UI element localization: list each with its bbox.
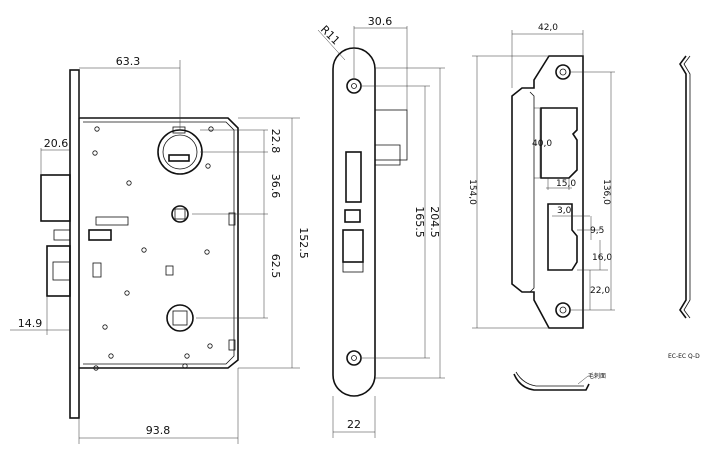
thumbturn-spindle <box>166 304 194 332</box>
lower-latch <box>46 245 71 297</box>
dim-22-0: 22,0 <box>590 286 610 296</box>
dim-16-0: 16,0 <box>592 253 612 263</box>
faceplate-body-block <box>374 109 408 161</box>
corner-code: EC-EC Q-D <box>668 353 700 360</box>
lock-body-view <box>40 69 239 419</box>
rivet <box>208 126 214 132</box>
lower-latch-inner <box>52 261 71 281</box>
cylinder-clip <box>172 126 186 134</box>
bend-detail: 毛刺面 <box>513 371 606 391</box>
rivet <box>108 353 114 359</box>
rivet <box>93 365 99 371</box>
dim-154-0: 154,0 <box>467 179 477 205</box>
strike-side-profile: EC-EC Q-D <box>668 55 700 360</box>
dim-42-0: 42,0 <box>538 23 558 33</box>
strike-plate-view <box>511 55 584 329</box>
rivet <box>94 126 100 132</box>
lock-body-dimensions: 63.3 20.6 22.8 36.6 62.5 152.5 14.9 93.8 <box>10 55 310 444</box>
dim-22-8: 22.8 <box>269 129 282 154</box>
lock-faceplate-strip <box>69 69 80 419</box>
strike-screw-bottom <box>555 302 571 318</box>
rivet <box>207 343 213 349</box>
strike-plate-lip <box>529 91 535 293</box>
bend-label: 毛刺面 <box>588 372 606 380</box>
side-bracket-lower <box>228 339 236 351</box>
lever-part-small <box>92 262 102 278</box>
strike-plate-outline <box>511 55 584 329</box>
faceplate-screw-bottom <box>346 350 362 366</box>
rivet <box>182 363 188 369</box>
rivet <box>102 324 108 330</box>
small-opening <box>344 209 361 223</box>
dim-93-8: 93.8 <box>146 424 171 437</box>
dim-r11: R11 <box>318 23 342 47</box>
dim-136-0: 136,0 <box>601 179 611 205</box>
key-cylinder <box>157 129 203 175</box>
faceplate-screw-top <box>346 78 362 94</box>
dim-152-5: 152.5 <box>297 227 310 259</box>
dim-30-6: 30.6 <box>368 15 393 28</box>
keyhole <box>168 154 190 162</box>
slot-long <box>95 216 129 226</box>
rivet <box>126 180 132 186</box>
dim-62-5: 62.5 <box>269 254 282 279</box>
side-bracket <box>228 212 236 226</box>
rivet <box>141 247 147 253</box>
dim-40-0: 40,0 <box>532 139 552 149</box>
dim-22: 22 <box>347 418 361 431</box>
rivet <box>205 163 211 169</box>
lever-part <box>88 229 112 241</box>
strike-plate-dimensions: 42,0 154,0 136,0 40,0 15,0 3,0 9,5 16,0 <box>467 23 615 329</box>
handle-spindle-square <box>174 208 186 220</box>
faceplate-view <box>332 47 408 397</box>
dim-14-9: 14.9 <box>18 317 43 330</box>
key-cylinder-inner <box>162 134 198 170</box>
dim-3-0: 3,0 <box>557 206 572 216</box>
rivet <box>204 249 210 255</box>
handle-spindle <box>171 205 189 223</box>
dim-165-5: 165.5 <box>413 206 426 238</box>
bolt-opening <box>342 229 364 263</box>
rivet <box>184 353 190 359</box>
strike-latch-window <box>540 107 578 179</box>
strike-bolt-window <box>547 203 578 271</box>
dim-20-6: 20.6 <box>44 137 69 150</box>
faceplate-dimensions: R11 30.6 165.5 204.5 22 <box>317 15 445 438</box>
rivet <box>92 150 98 156</box>
strike-screw-top <box>555 64 571 80</box>
small-tab <box>53 229 71 241</box>
thumbturn-square <box>172 310 188 326</box>
dim-15-0: 15,0 <box>556 179 576 189</box>
latch-opening <box>345 151 362 203</box>
dim-63-3: 63.3 <box>116 55 141 68</box>
lock-body-inner-edge <box>83 121 235 365</box>
bolt-opening-extension <box>342 261 364 273</box>
latch-bolt <box>40 174 71 222</box>
dim-204-5: 204.5 <box>428 206 441 238</box>
dim-36-6: 36.6 <box>269 174 282 199</box>
dim-9-5: 9,5 <box>590 226 604 236</box>
lock-body-outline <box>79 117 239 369</box>
rivet <box>124 290 130 296</box>
bottom-pin <box>165 265 174 276</box>
